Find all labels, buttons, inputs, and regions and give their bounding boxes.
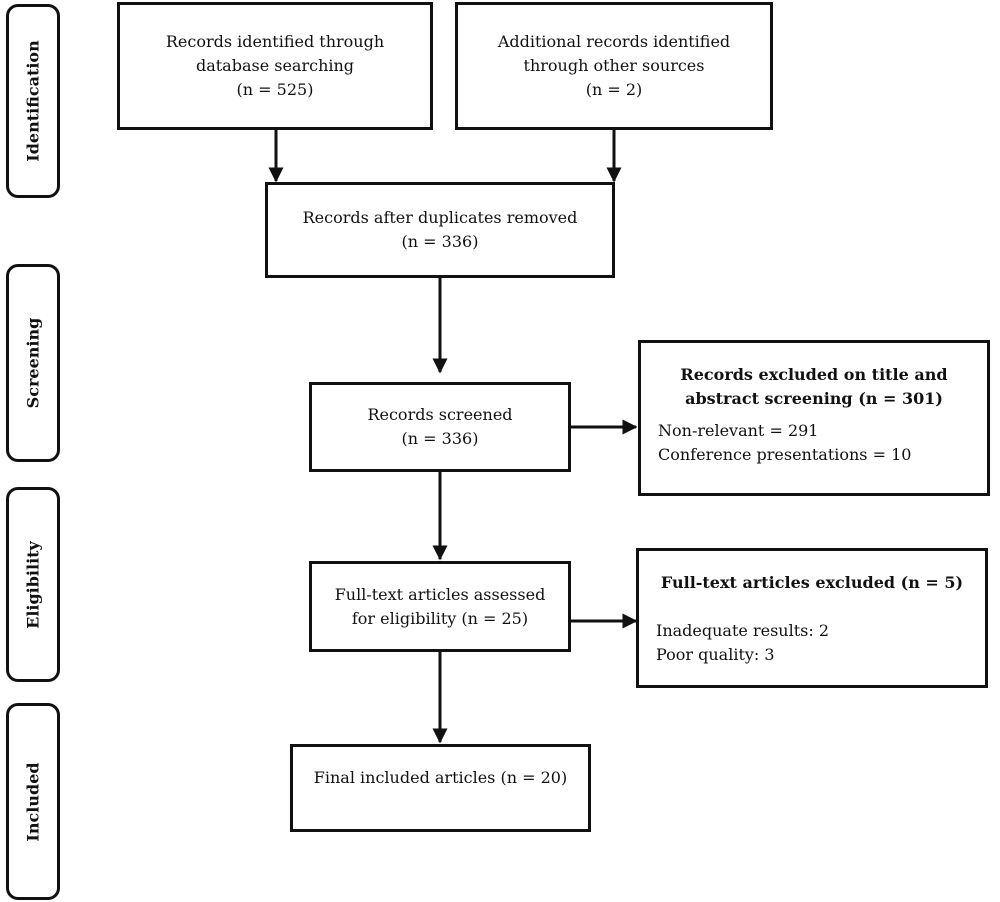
box-excluded-title-abstract: Records excluded on title and abstract s… [638,340,990,496]
box-other-line1: Additional records identified [497,32,731,51]
fulltext-excluded-item1: Inadequate results: 2 [656,621,829,640]
excluded-title-heading1: Records excluded on title and [680,365,948,384]
box-duplicates-line2: (n = 336) [401,232,479,251]
box-final-included: Final included articles (n = 20) [290,744,591,832]
box-other-line2: through other sources [523,56,705,75]
box-fulltext-line1: Full-text articles assessed [334,584,546,604]
stage-included: Included [6,703,60,900]
fulltext-excluded-heading: Full-text articles excluded (n = 5) [660,573,964,592]
stage-screening: Screening [6,264,60,462]
box-duplicates-removed: Records after duplicates removed (n = 33… [265,182,615,278]
stage-identification: Identification [6,4,60,198]
box-fulltext-line2: for eligibility (n = 25) [351,608,529,628]
box-other-line3: (n = 2) [585,80,643,99]
box-screened-line2: (n = 336) [401,429,479,448]
box-fulltext-excluded: Full-text articles excluded (n = 5) Inad… [636,548,988,688]
excluded-title-heading2: abstract screening (n = 301) [685,389,943,408]
box-fulltext-assessed: Full-text articles assessed for eligibil… [309,561,571,652]
box-duplicates-line1: Records after duplicates removed [302,208,578,227]
box-database-line2: database searching [195,56,355,75]
box-final-line1: Final included articles (n = 20) [313,768,568,787]
excluded-title-item1: Non-relevant = 291 [658,421,819,440]
excluded-title-item2: Conference presentations = 10 [658,445,912,464]
box-other-records: Additional records identified through ot… [455,2,773,130]
box-database-line1: Records identified through [165,32,385,51]
box-screened-line1: Records screened [367,405,513,424]
stage-eligibility: Eligibility [6,487,60,682]
fulltext-excluded-item2: Poor quality: 3 [656,645,775,664]
box-database-line3: (n = 525) [236,80,314,99]
box-records-screened: Records screened (n = 336) [309,382,571,472]
box-database-records: Records identified through database sear… [117,2,433,130]
